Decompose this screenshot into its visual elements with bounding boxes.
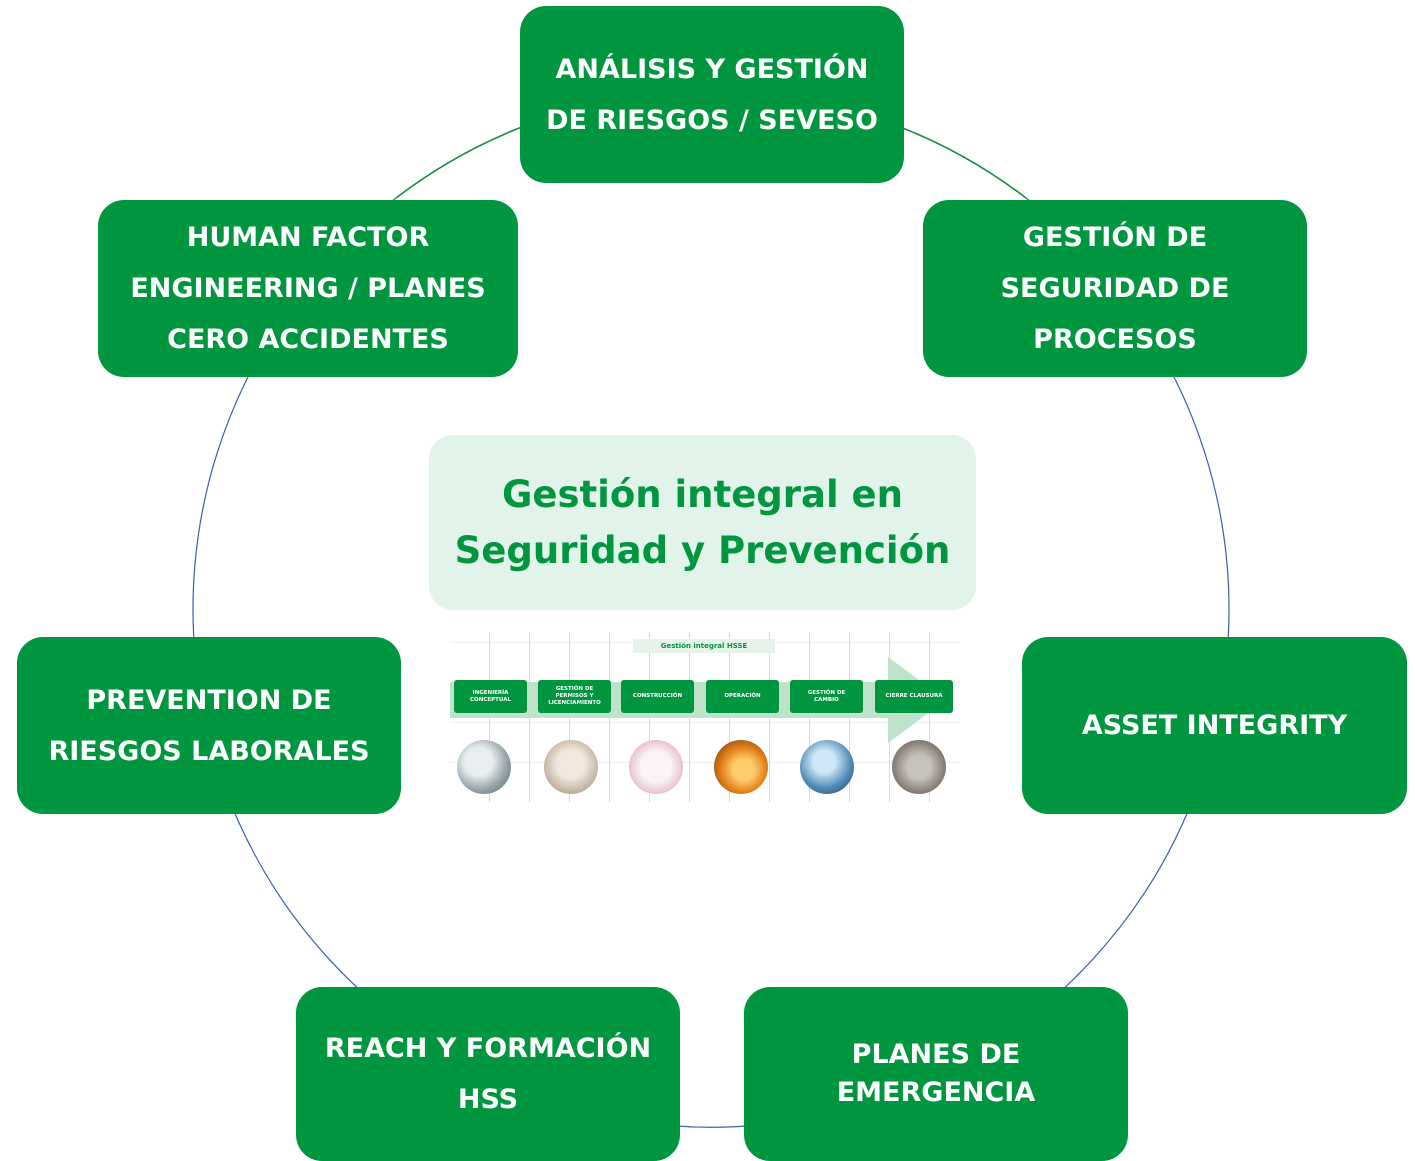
center-title-box: Gestión integral en Seguridad y Prevenci… (429, 435, 976, 610)
phase-construccion: CONSTRUCCIÓN (621, 680, 694, 713)
phase-gestion-cambio: GESTIÓN DE CAMBIO (790, 680, 863, 713)
node-seguridad-procesos-label: GESTIÓN DE SEGURIDAD DE PROCESOS (1000, 222, 1230, 355)
node-riesgos-laborales[interactable]: PREVENTION DE RIESGOS LABORALES (17, 637, 401, 814)
hsse-lifecycle-image: Gestión integral HSSE INGENIERÍA CONCEPT… (450, 632, 960, 802)
node-riesgos-seveso[interactable]: ANÁLISIS Y GESTIÓN DE RIESGOS / SEVESO (520, 6, 904, 183)
node-asset-integrity[interactable]: ASSET INTEGRITY (1022, 637, 1407, 814)
node-seguridad-procesos[interactable]: GESTIÓN DE SEGURIDAD DE PROCESOS (923, 200, 1307, 377)
phase-operacion: OPERACIÓN (706, 680, 779, 713)
center-title: Gestión integral en Seguridad y Prevenci… (454, 472, 951, 572)
city-aerial-photo (892, 740, 946, 794)
hsse-header: Gestión integral HSSE (633, 639, 775, 653)
engineering-photo (457, 740, 511, 794)
tablet-worker-photo (800, 740, 854, 794)
node-riesgos-seveso-label: ANÁLISIS Y GESTIÓN DE RIESGOS / SEVESO (546, 53, 878, 136)
construction-plan-photo (629, 740, 683, 794)
phase-cierre-clausura: CIERRE CLAUSURA (875, 680, 953, 713)
ring-arc-blue (192, 197, 1230, 1128)
node-planes-emergencia-label: PLANES DE EMERGENCIA (836, 1039, 1036, 1108)
phase-ingenieria-conceptual: INGENIERÍA CONCEPTUAL (454, 680, 527, 713)
node-human-factor-label: HUMAN FACTOR ENGINEERING / PLANES CERO A… (130, 222, 486, 355)
node-riesgos-laborales-label: PREVENTION DE RIESGOS LABORALES (48, 684, 370, 767)
node-planes-emergencia[interactable]: PLANES DE EMERGENCIA (744, 987, 1128, 1161)
node-asset-integrity-label: ASSET INTEGRITY (1081, 710, 1348, 741)
node-human-factor[interactable]: HUMAN FACTOR ENGINEERING / PLANES CERO A… (98, 200, 518, 377)
power-lines-photo (714, 740, 768, 794)
permits-photo (544, 740, 598, 794)
node-reach-formacion-label: REACH Y FORMACIÓN HSS (324, 1033, 652, 1115)
phase-gestion-permisos: GESTIÓN DE PERMISOS Y LICENCIAMIENTO (538, 680, 611, 713)
node-reach-formacion[interactable]: REACH Y FORMACIÓN HSS (296, 987, 680, 1161)
